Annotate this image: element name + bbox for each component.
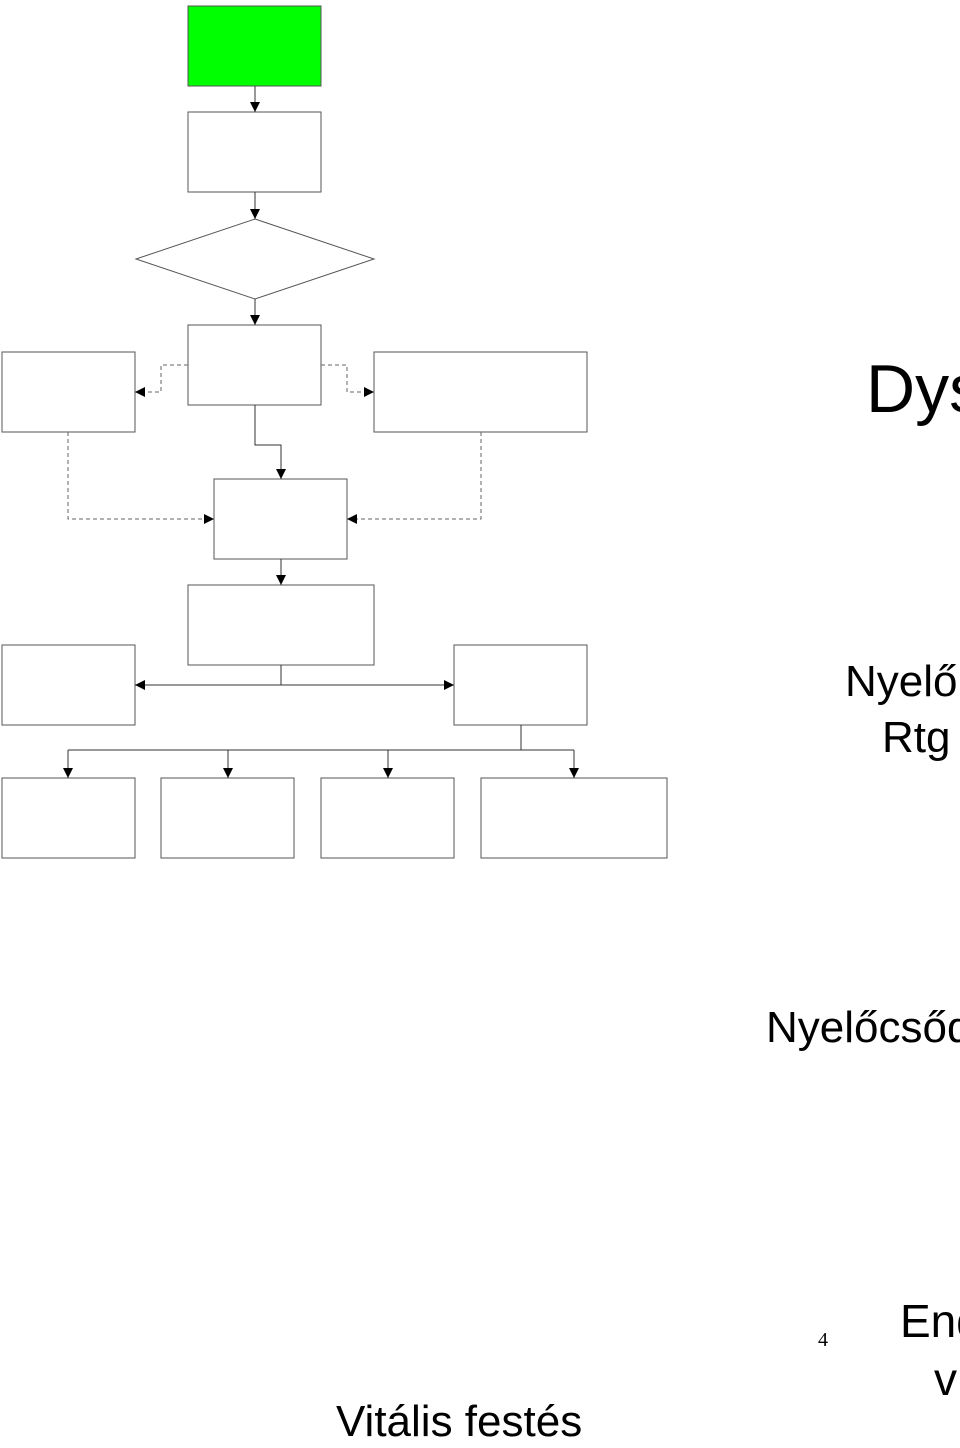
page-number: 4 (818, 1329, 828, 1351)
flowchart (1, 5, 668, 859)
title-dys: Dys (866, 351, 960, 427)
merge-box (213, 478, 348, 560)
label-nyelocsod: Nyelőcsőd (766, 1003, 960, 1052)
label-nyelo: Nyelő (845, 657, 958, 706)
leaf-box-4 (480, 777, 668, 859)
leaf-box-3 (320, 777, 455, 859)
leaf-box-2 (160, 777, 295, 859)
step-box-2 (187, 324, 322, 406)
right-branch-box (373, 351, 588, 433)
dashed-step2-to-left (135, 364, 188, 397)
left-branch-box (1, 351, 136, 433)
dashed-step2-to-right (321, 364, 374, 397)
decision-diamond (134, 218, 376, 300)
outcome-left-box (1, 644, 136, 726)
dashed-right-to-merge (347, 432, 482, 524)
label-v: v (934, 1353, 957, 1405)
outcome-right-box (453, 644, 588, 726)
label-vitalis: Vitális festés (336, 1397, 583, 1446)
step-box-3 (187, 584, 375, 666)
start-box (187, 5, 322, 87)
step-box-1 (187, 111, 322, 193)
label-rtg: Rtg (882, 713, 951, 762)
connector-step2-to-merge (254, 405, 286, 479)
connector-outcome-right-stem (68, 725, 522, 751)
label-end: End (900, 1295, 960, 1347)
leaf-box-1 (1, 777, 136, 859)
dashed-left-to-merge (67, 432, 214, 524)
